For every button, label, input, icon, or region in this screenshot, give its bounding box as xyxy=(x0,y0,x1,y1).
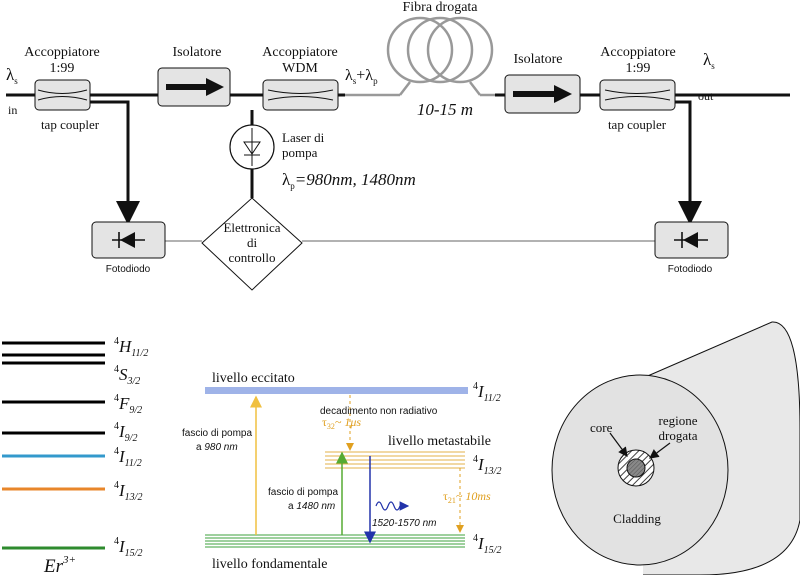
doped-label-1: regione xyxy=(659,413,698,428)
metastable-label: livello metastabile xyxy=(388,434,491,449)
label-i13: 4I13/2 xyxy=(114,480,142,503)
photodiode-right-label: Fotodiodo xyxy=(668,264,713,275)
photon-wave xyxy=(375,501,401,511)
tap-coupler-right xyxy=(599,79,676,111)
label-i11: 4I11/2 xyxy=(114,446,142,469)
tau32-label: τ32~ 1μs xyxy=(322,415,361,431)
label-f9: 4F9/2 xyxy=(114,393,142,416)
pump1480-label-1: fascio di pompa xyxy=(268,487,338,498)
pump980-label-2: a 980 nm xyxy=(196,442,238,453)
coupler-left-sub: tap coupler xyxy=(41,117,100,132)
control-electronics xyxy=(201,197,303,291)
photodiode-right xyxy=(654,221,729,259)
coupler-left-ratio: 1:99 xyxy=(50,61,75,76)
ion-label: Er3+ xyxy=(43,554,76,575)
ground-label: livello fondamentale xyxy=(212,557,327,572)
ground-level xyxy=(205,534,465,548)
label-i9: 4I9/2 xyxy=(114,421,137,444)
pump-laser-diode xyxy=(229,124,275,170)
coupler-left-title: Accoppiatore xyxy=(24,45,99,60)
meta-state: 4I13/2 xyxy=(473,454,501,477)
electronics-label-1: Elettronica xyxy=(223,220,280,235)
excited-level xyxy=(205,387,468,394)
isolator-left-label: Isolatore xyxy=(173,45,222,60)
lambda-s-in: λs xyxy=(6,65,18,86)
isolator-right xyxy=(504,74,581,114)
lambda-s-out: λs xyxy=(703,50,715,71)
label-h11: 4H11/2 xyxy=(114,336,148,359)
nonrad-label: decadimento non radiativo xyxy=(320,406,438,417)
fiber-core xyxy=(626,458,646,478)
metastable-level xyxy=(325,451,465,469)
erbium-levels: 4H11/2 4S3/2 4F9/2 4I9/2 4I11/2 4I13/2 4… xyxy=(2,336,148,575)
label-s3: 4S3/2 xyxy=(114,364,140,387)
amplifier-schematic: λs in Accoppiatore 1:99 tap coupler Isol… xyxy=(6,0,790,291)
tap-line-right xyxy=(675,100,702,225)
fiber-label: Fibra drogata xyxy=(402,0,478,15)
tau21-label: τ21~ 10ms xyxy=(443,489,491,505)
tap-coupler-left xyxy=(34,79,91,111)
core-label: core xyxy=(590,420,613,435)
wdm-title: Accoppiatore xyxy=(262,45,337,60)
out-label: out xyxy=(698,89,714,103)
doped-fiber-coil xyxy=(345,16,495,97)
wdm-sub: WDM xyxy=(282,61,318,76)
electronics-label-3: controllo xyxy=(229,250,276,265)
pump-wavelengths: λp=980nm, 1480nm xyxy=(282,170,416,191)
emission-label: 1520-1570 nm xyxy=(372,518,437,529)
photodiode-left xyxy=(91,221,166,259)
doped-label-2: drogata xyxy=(659,428,698,443)
fiber-cross-section: core regione drogata Cladding xyxy=(551,321,800,575)
fiber-length: 10-15 m xyxy=(417,100,473,119)
excited-label: livello eccitato xyxy=(212,371,295,386)
electronics-label-2: di xyxy=(247,235,258,250)
pump1480-label-2: a 1480 nm xyxy=(288,501,335,512)
energy-diagram: livello eccitato 4I11/2 decadimento non … xyxy=(182,371,501,572)
lambda-s-plus-p: λs+λp xyxy=(345,67,378,86)
excited-state: 4I11/2 xyxy=(473,381,501,404)
cladding-label: Cladding xyxy=(613,511,661,526)
in-label: in xyxy=(8,103,17,117)
coupler-right-title: Accoppiatore xyxy=(600,45,675,60)
coupler-right-sub: tap coupler xyxy=(608,117,667,132)
ground-state: 4I15/2 xyxy=(473,533,501,556)
pump980-label-1: fascio di pompa xyxy=(182,428,252,439)
photodiode-left-label: Fotodiodo xyxy=(106,264,151,275)
label-i15: 4I15/2 xyxy=(114,536,142,559)
isolator-left xyxy=(157,67,231,107)
laser-label-1: Laser di xyxy=(282,130,325,145)
wdm-coupler xyxy=(262,79,339,111)
coupler-right-ratio: 1:99 xyxy=(626,61,651,76)
isolator-right-label: Isolatore xyxy=(514,52,563,67)
tap-line-left xyxy=(90,100,140,225)
laser-label-2: pompa xyxy=(282,145,318,160)
